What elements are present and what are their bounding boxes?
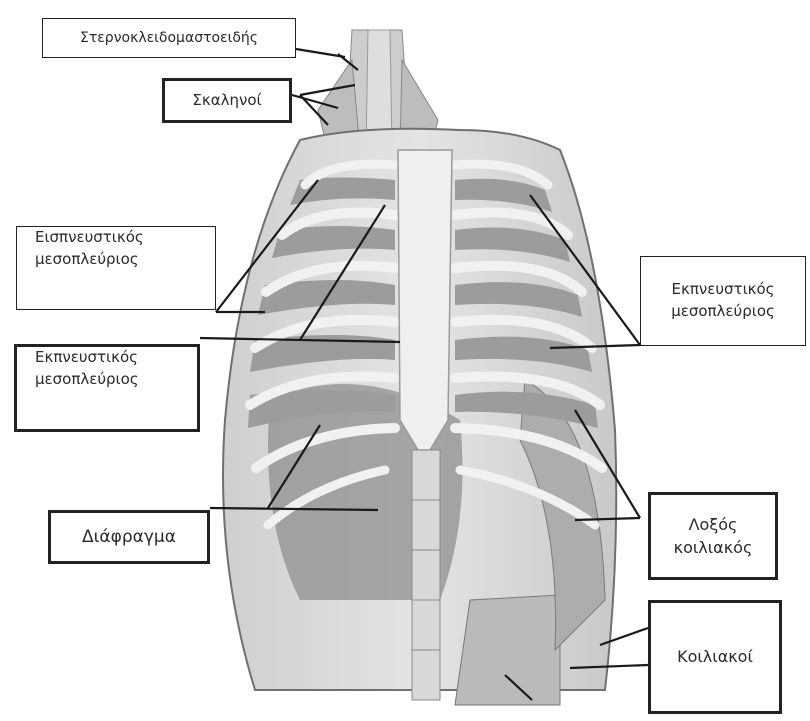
label-expiratory-left-line2: μεσοπλεύριος — [35, 369, 139, 391]
label-expiratory-intercostal-left: Εκπνευστικός μεσοπλεύριος — [14, 344, 200, 432]
label-expiratory-right-line1: Εκπνευστικός — [672, 279, 775, 301]
label-inspiratory-line1: Εισπνευστικός — [35, 227, 144, 249]
label-scalenes: Σκαληνοί — [162, 78, 292, 123]
label-abdominals: Κοιλιακοί — [648, 600, 782, 714]
label-sternocleidomastoid: Στερνοκλειδομαστοειδής — [42, 18, 296, 58]
sternum — [398, 150, 452, 450]
label-expiratory-right-line2: μεσοπλεύριος — [671, 301, 775, 323]
spine — [412, 450, 440, 700]
label-oblique-line1: Λοξός — [689, 513, 738, 536]
label-inspiratory-intercostal: Εισπνευστικός μεσοπλεύριος — [16, 226, 216, 310]
abdominal-muscle — [455, 595, 560, 705]
label-oblique-line2: κοιλιακός — [674, 536, 753, 559]
label-expiratory-left-line1: Εκπνευστικός — [35, 347, 138, 369]
leader-sternocleido-1 — [296, 49, 345, 57]
label-inspiratory-line2: μεσοπλεύριος — [35, 249, 139, 271]
label-diaphragm: Διάφραγμα — [48, 510, 210, 564]
label-expiratory-intercostal-right: Εκπνευστικός μεσοπλεύριος — [640, 256, 806, 346]
label-oblique: Λοξός κοιλιακός — [648, 492, 778, 580]
